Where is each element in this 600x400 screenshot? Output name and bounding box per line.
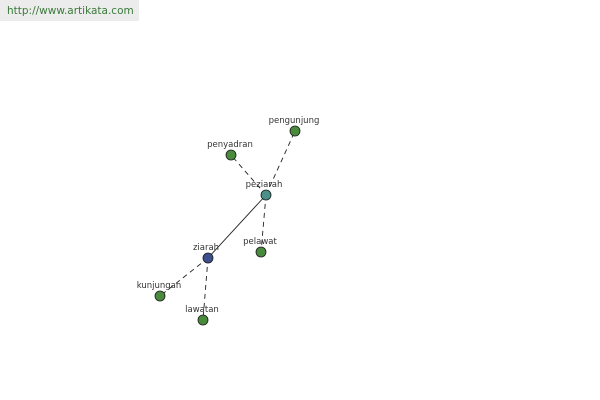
node-peziarah[interactable]: peziarah [246, 180, 283, 201]
node-circle-ziarah[interactable] [202, 252, 214, 264]
node-lawatan[interactable]: lawatan [185, 305, 219, 326]
node-pelawat[interactable]: pelawat [243, 237, 278, 258]
node-kunjungan[interactable]: kunjungan [137, 281, 182, 302]
edges-layer [159, 130, 296, 321]
node-label-pengunjung[interactable]: pengunjung [269, 116, 320, 126]
node-label-pelawat[interactable]: pelawat [243, 237, 277, 247]
edge-ziarah-kunjungan [159, 257, 209, 297]
node-penyadran[interactable]: penyadran [207, 140, 253, 161]
url-bar: http://www.artikata.com [0, 0, 139, 21]
node-circle-kunjungan[interactable] [154, 290, 166, 302]
node-circle-peziarah[interactable] [260, 189, 272, 201]
nodes-layer: pengunjung penyadran peziarah pelawat ziarah… [137, 116, 320, 326]
node-circle-lawatan[interactable] [197, 314, 209, 326]
node-label-lawatan[interactable]: lawatan [185, 305, 219, 315]
node-label-ziarah[interactable]: ziarah [193, 243, 219, 253]
node-label-kunjungan[interactable]: kunjungan [137, 281, 182, 291]
edge-peziarah-pengunjung [265, 130, 296, 196]
node-circle-penyadran[interactable] [225, 149, 237, 161]
node-label-peziarah[interactable]: peziarah [246, 180, 283, 190]
edge-ziarah-lawatan [202, 257, 209, 321]
node-ziarah[interactable]: ziarah [193, 243, 219, 264]
node-pengunjung[interactable]: pengunjung [269, 116, 320, 137]
site-url[interactable]: http://www.artikata.com [7, 4, 134, 17]
edge-peziarah-ziarah [207, 194, 267, 259]
node-circle-pengunjung[interactable] [289, 125, 301, 137]
node-label-penyadran[interactable]: penyadran [207, 140, 253, 150]
node-circle-pelawat[interactable] [255, 246, 267, 258]
edge-peziarah-pelawat [260, 194, 267, 253]
